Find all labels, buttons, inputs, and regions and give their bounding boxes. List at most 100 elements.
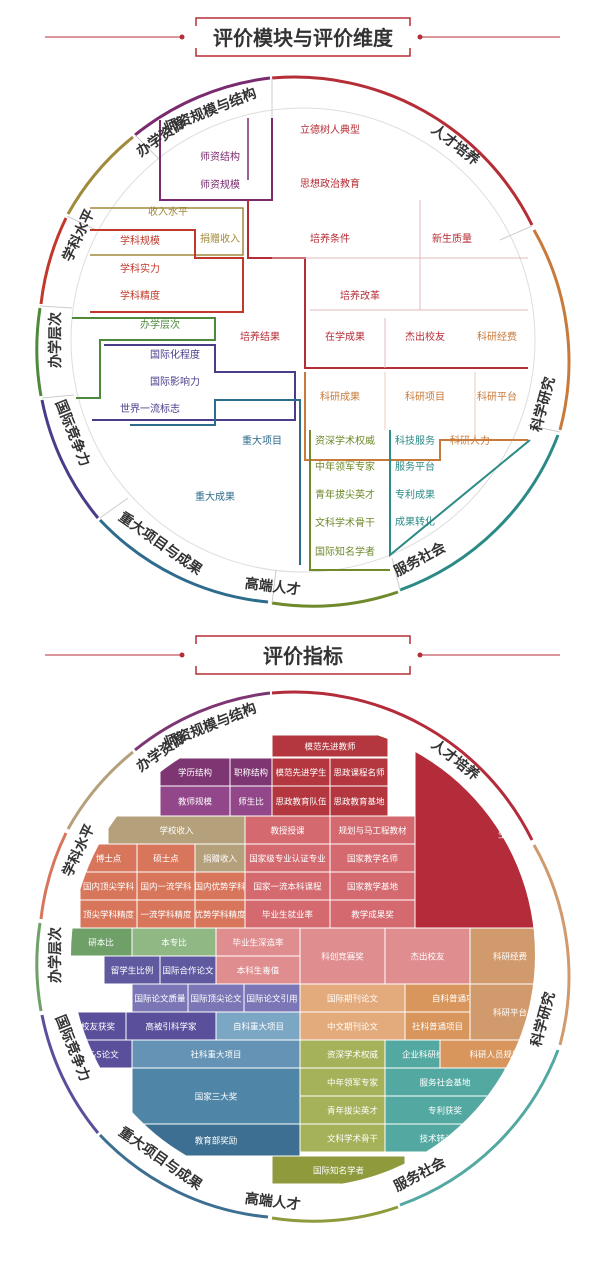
indicator-label: 捐赠收入 (203, 854, 238, 865)
indicator-cell (329, 871, 416, 901)
indicator-label: 毕业生就业率 (262, 910, 314, 921)
dimension-label: 师资结构 (200, 150, 240, 163)
dimension-label: 收入水平 (148, 205, 188, 218)
indicator-label: 技术转让收入 (419, 1134, 471, 1145)
indicator-label: 科研经费 (493, 952, 528, 963)
dimension-label: 培养改革 (340, 289, 380, 302)
dimension-label: 成果转化 (395, 515, 435, 528)
indicator-label: 国际论文引用 (246, 994, 297, 1005)
indicator-cell (414, 734, 535, 934)
indicator-label: 国际期刊论文 (327, 994, 379, 1005)
indicator-cell (384, 1067, 506, 1097)
dimension-label: 专利成果 (395, 488, 435, 501)
indicator-cell (244, 871, 331, 901)
indicator-cell (103, 955, 161, 985)
indicator-cell (404, 1011, 471, 1041)
dimension-label: 科研平台 (477, 390, 517, 403)
indicator-label: 资深学术权威 (327, 1050, 379, 1061)
section1-header: 评价模块与评价维度 (45, 17, 560, 57)
section2-title: 评价指标 (263, 644, 343, 668)
indicator-label: 顶尖学科精度 (83, 910, 135, 921)
indicator-cell (107, 815, 246, 845)
dimension-label: 培养结果 (240, 330, 280, 343)
indicator-label: 青年拔尖英才 (327, 1106, 378, 1117)
dimension-label: 学科规模 (120, 234, 160, 247)
dimension-label: 世界一流标志 (120, 402, 180, 415)
indicator-label: 教育部奖励 (195, 1136, 238, 1147)
indicator-cell (271, 757, 331, 787)
indicator-label: 思政教育队伍 (275, 797, 327, 808)
indicator-label: 文科学术骨干 (327, 1134, 379, 1145)
dimension-label: 资深学术权威 (315, 434, 375, 447)
indicator-cell (329, 843, 416, 873)
indicator-label: 师生比 (238, 797, 264, 808)
indicator-label: 国家一流本科课程 (253, 882, 322, 893)
indicator-label: 科研人员规模 (469, 1050, 521, 1061)
indicator-label: 国际顶尖论文 (190, 994, 242, 1005)
ring-label: 办学层次 (47, 312, 64, 368)
indicator-cell (299, 927, 386, 985)
dimension-label: 新生质量 (432, 232, 472, 245)
section2-cells: 模范先进教师学历结构职称结构模范先进学生思政课程名师教师规模师生比思政教育队伍思… (71, 734, 535, 1185)
dimension-label: 学科实力 (120, 262, 160, 275)
dimension-label: 国际化程度 (150, 348, 200, 361)
dimension-label: 科技服务 (395, 434, 435, 447)
indicator-cell (244, 843, 331, 873)
indicator-cell (136, 871, 196, 901)
indicator-label: 本科生毒值 (237, 966, 280, 977)
dimension-label: 科研经费 (477, 330, 517, 343)
indicator-label: 国家级专业认证专业 (249, 854, 326, 865)
indicator-cell (125, 1011, 217, 1041)
dimension-label: 国际影响力 (150, 375, 200, 388)
dimension-label: 中年领军专家 (315, 460, 375, 473)
indicator-label: 杰出校友 (410, 952, 445, 963)
ring-label: 办学层次 (47, 927, 64, 983)
indicator-cell (215, 927, 301, 957)
section1-cells: 师资结构师资规模立德树人典型思想政治教育收入水平捐赠收入学科规模学科实力学科精度… (120, 123, 517, 558)
indicator-label: 国家教学基地 (347, 882, 399, 893)
section2-header: 评价指标 (45, 635, 560, 675)
indicator-label: 教授授课 (270, 826, 305, 837)
indicator-label: N&S论文 (83, 1050, 119, 1061)
indicator-cell (159, 785, 231, 817)
dimension-label: 办学层次 (140, 318, 180, 331)
indicator-label: 国际论文质量 (134, 994, 186, 1005)
indicator-label: 企业科研经费 (402, 1050, 454, 1061)
indicator-label: 思政课程名师 (333, 768, 385, 779)
indicator-cell (329, 785, 389, 817)
indicator-label: 校友获奖 (81, 1022, 116, 1033)
indicator-cell (329, 899, 416, 929)
indicator-cell (79, 899, 138, 929)
indicator-label: 国内优势学科 (194, 882, 246, 893)
dimension-label: 思想政治教育 (300, 177, 360, 190)
indicator-cell (215, 955, 301, 985)
indicator-label: 高被引科学家 (145, 1022, 197, 1033)
indicator-cell (136, 899, 196, 929)
indicator-cell (71, 927, 133, 957)
indicator-label: 自科普通项目 (432, 994, 483, 1005)
indicator-label: 中年领军专家 (327, 1078, 379, 1089)
indicator-label: 科研平台 (493, 1008, 527, 1019)
indicator-label: 国际合作论文 (162, 966, 214, 977)
dimension-label: 科研人力 (450, 434, 490, 447)
dimension-label: 捐赠收入 (200, 232, 240, 245)
indicator-label: 一流学科精度 (140, 910, 192, 921)
dimension-label: 重大成果 (195, 490, 235, 503)
indicator-label: 学校收入 (159, 826, 194, 837)
indicator-label: 国内一流学科 (140, 882, 192, 893)
indicator-cell (131, 1039, 301, 1069)
dimension-label: 文科学术骨干 (315, 516, 375, 529)
dimension-label: 立德树人典型 (300, 123, 360, 136)
indicator-label: 社科普通项目 (412, 1022, 463, 1033)
indicator-cell (271, 734, 389, 758)
indicator-label: 国家三大奖 (195, 1092, 238, 1103)
dimension-label: 青年拔尖英才 (315, 488, 375, 501)
indicator-label: 规划与马工程教材 (338, 826, 407, 837)
indicator-cell (384, 927, 471, 985)
indicator-label: 留学生比例 (111, 966, 154, 977)
dimension-label: 学科精度 (120, 289, 160, 302)
indicator-cell (194, 843, 246, 873)
indicator-label: 自科重大项目 (233, 1022, 284, 1033)
section1-structure (72, 118, 531, 571)
